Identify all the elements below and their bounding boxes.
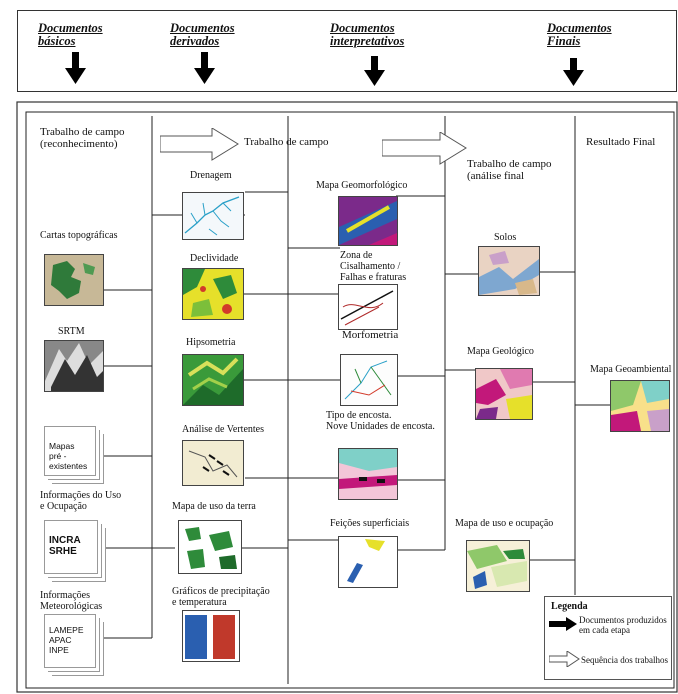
encosta-label: Tipo de encosta. Nove Unidades de encost…: [326, 410, 435, 432]
incra-srhe-text: INCRA SRHE: [49, 535, 81, 557]
geomorf-map: [338, 196, 398, 246]
mapas-existentes-text: Mapas pré - existentes: [49, 441, 87, 471]
encosta-map: [338, 448, 398, 500]
hipsometria-map: [182, 354, 244, 406]
uso-terra-label: Mapa de uso da terra: [172, 501, 256, 512]
legend-item2: Sequência dos trabalhos: [581, 655, 668, 665]
header-derivados: Documentos derivados: [170, 22, 235, 48]
zona-line1: Zona de: [340, 250, 373, 261]
uso-ocupacao-map: [466, 540, 530, 592]
uso-label-line2: e Ocupação: [40, 501, 87, 512]
header-finais-line2: Finais: [547, 34, 581, 48]
encosta-line2: Nove Unidades de encosta.: [326, 421, 435, 432]
resultado-final-title: Resultado Final: [586, 136, 656, 148]
precipitacao-chart: [182, 610, 240, 662]
header-box: [17, 10, 677, 92]
inpe-text: INPE: [49, 645, 69, 655]
arrow-down-icon-4: [563, 58, 584, 86]
drenagem-label: Drenagem: [190, 170, 232, 181]
incra-text: INCRA: [49, 535, 81, 546]
legend-title: Legenda: [551, 601, 588, 612]
header-basicos-line2: básicos: [38, 34, 76, 48]
col4-title-line2: (análise final: [467, 170, 525, 182]
declividade-map: [182, 268, 244, 320]
geologico-map: [475, 368, 533, 420]
cartas-label: Cartas topográficas: [40, 230, 118, 241]
col4-title-line1: Trabalho de campo: [467, 158, 552, 170]
hipsometria-label: Hipsometria: [186, 337, 236, 348]
encosta-line1: Tipo de encosta.: [326, 410, 392, 421]
legend-item1-line1: Documentos produzidos: [579, 615, 667, 625]
sequence-arrow-icon-1: [160, 128, 239, 161]
vertentes-label: Análise de Vertentes: [182, 424, 265, 435]
legend-box: Legenda Documentos produzidos em cada et…: [544, 596, 672, 680]
geomorf-label: Mapa Geomorfológico: [316, 180, 408, 191]
uso-terra-map: [178, 520, 242, 574]
header-basicos: Documentos básicos: [38, 22, 103, 48]
declividade-label: Declividade: [190, 253, 239, 264]
arrow-down-icon-3: [364, 56, 385, 86]
feicoes-map: [338, 536, 398, 588]
lamepe-text: LAMEPE: [49, 625, 84, 635]
zona-line2: Cisalhamento /: [340, 261, 401, 272]
header-interpretativos: Documentos interpretativos: [330, 22, 404, 48]
legend-black-arrow-icon: [549, 617, 577, 631]
header-finais-line1: Documentos: [547, 21, 612, 35]
geoambiental-label: Mapa Geoambiental: [590, 364, 672, 375]
uso-ocupacao-label: Informações do Uso e Ocupação: [40, 490, 121, 512]
zona-line3: Falhas e fraturas: [340, 272, 407, 283]
drenagem-map: [182, 192, 244, 240]
graficos-line1: Gráficos de precipitação: [172, 586, 270, 597]
legend-item1: Documentos produzidos em cada etapa: [579, 615, 667, 635]
mapas-doc-line2: pré -: [49, 451, 67, 461]
meteo-label: Informações Meteorológicas: [40, 590, 102, 612]
col1-title-line1: Trabalho de campo: [40, 126, 125, 138]
legend-outline-arrow-icon: [549, 651, 580, 667]
legend-item1-line2: em cada etapa: [579, 625, 630, 635]
geologico-label: Mapa Geológico: [467, 346, 534, 357]
zona-map: [338, 284, 398, 330]
srtm-image: [44, 340, 104, 392]
zona-label: Zona de Cisalhamento / Falhas e fraturas: [340, 250, 406, 283]
meteo-doc: LAMEPE APAC INPE: [44, 614, 96, 668]
meteo-doc-text: LAMEPE APAC INPE: [49, 625, 84, 655]
sequence-arrow-icon-2: [382, 132, 467, 165]
mapas-doc-line1: Mapas: [49, 441, 75, 451]
header-derivados-line2: derivados: [170, 34, 220, 48]
vertentes-map: [182, 440, 244, 486]
incra-srhe-doc: INCRA SRHE: [44, 520, 98, 574]
header-derivados-line1: Documentos: [170, 21, 235, 35]
uso-label-line1: Informações do Uso: [40, 490, 122, 501]
col1-title-line2: (reconhecimento): [40, 138, 118, 150]
arrow-down-icon-2: [194, 52, 215, 84]
header-interpretativos-line2: interpretativos: [330, 34, 405, 48]
header-basicos-line1: Documentos: [38, 21, 103, 35]
header-finais: Documentos Finais: [547, 22, 612, 48]
geoambiental-map: [610, 380, 670, 432]
morfometria-label: Morfometria: [342, 329, 399, 341]
solos-map: [478, 246, 540, 296]
mapas-doc-line3: existentes: [49, 461, 88, 471]
srhe-text: SRHE: [49, 546, 77, 557]
arrow-down-icon-1: [65, 52, 86, 84]
mapas-existentes-doc: Mapas pré - existentes: [44, 426, 96, 476]
apac-text: APAC: [49, 635, 72, 645]
graficos-line2: e temperatura: [172, 597, 227, 608]
cartas-topograficas-map: [44, 254, 104, 306]
feicoes-label: Feições superficiais: [330, 518, 410, 529]
meteo-label-line1: Informações: [40, 590, 90, 601]
uso-ocupacao-map-label: Mapa de uso e ocupação: [455, 518, 554, 529]
header-arrows: [65, 52, 584, 86]
trabalho-campo-arrow-label: Trabalho de campo: [244, 136, 329, 148]
graficos-label: Gráficos de precipitação e temperatura: [172, 586, 270, 608]
srtm-label: SRTM: [58, 326, 85, 337]
col4-title: Trabalho de campo (análise final: [467, 158, 552, 182]
header-interpretativos-line1: Documentos: [330, 21, 395, 35]
solos-label: Solos: [494, 232, 517, 243]
meteo-label-line2: Meteorológicas: [40, 601, 103, 612]
col1-title: Trabalho de campo (reconhecimento): [40, 126, 125, 150]
morfometria-map: [340, 354, 398, 406]
